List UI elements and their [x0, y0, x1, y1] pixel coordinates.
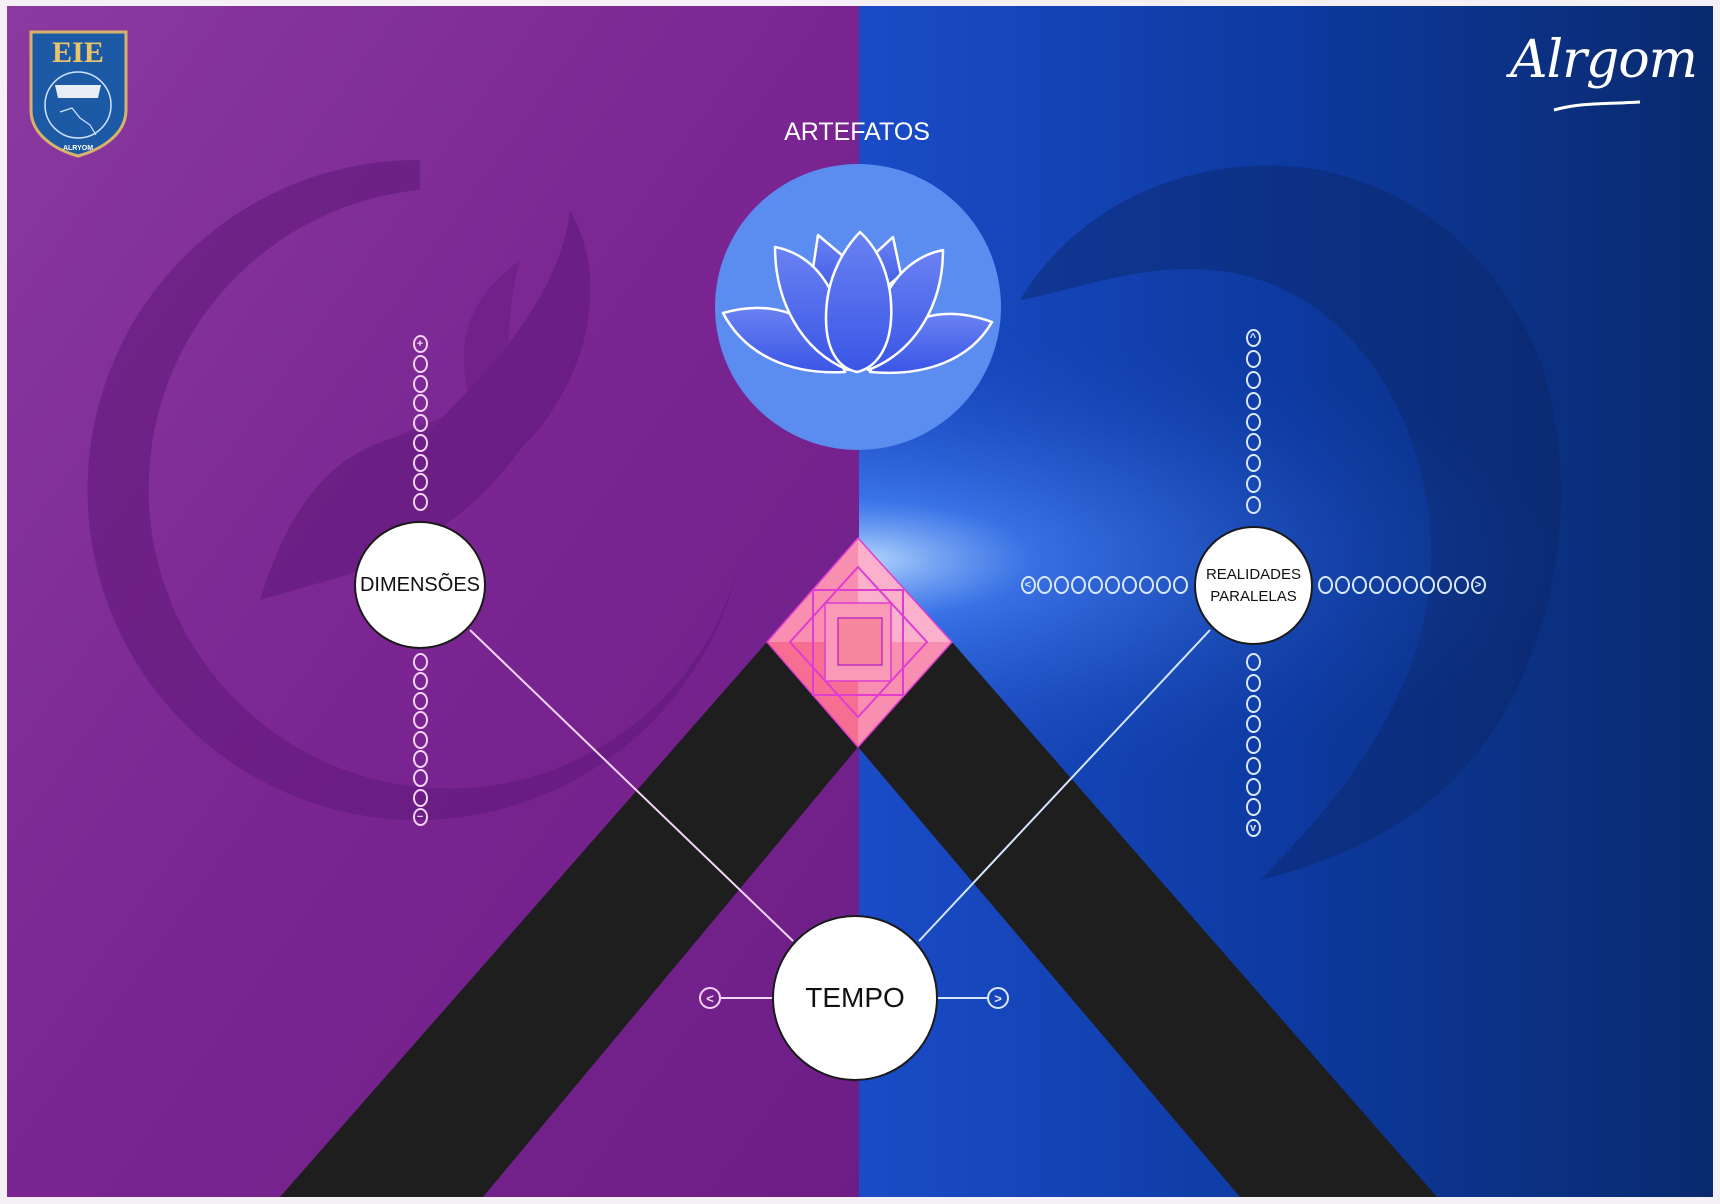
- realidades-right-step[interactable]: [1453, 576, 1469, 594]
- realidades-left-step[interactable]: [1172, 576, 1188, 594]
- realidades-left-step[interactable]: [1037, 576, 1053, 594]
- dimensoes-down-step[interactable]: [412, 730, 428, 749]
- realidades-up-step[interactable]: [1245, 412, 1261, 431]
- right-band: [858, 642, 1437, 1197]
- realidades-left-step[interactable]: [1054, 576, 1070, 594]
- connector-dimensoes-tempo: [469, 629, 794, 942]
- realidades-up-step[interactable]: [1245, 391, 1261, 410]
- dimensoes-down-step[interactable]: [412, 711, 428, 730]
- realidades-right-step[interactable]: [1368, 576, 1384, 594]
- dimensoes-down-step[interactable]: [412, 691, 428, 710]
- realidades-right-step[interactable]: [1317, 576, 1333, 594]
- connector-realidades-tempo: [918, 629, 1211, 942]
- lotus-icon: [721, 230, 994, 375]
- realidades-right-step[interactable]: [1334, 576, 1350, 594]
- realidades-up-step[interactable]: [1245, 433, 1261, 452]
- plus-icon[interactable]: +: [412, 335, 428, 353]
- realidades-up-step[interactable]: [1245, 496, 1261, 514]
- realidades-up-step[interactable]: [1245, 475, 1261, 494]
- realidades-left-step[interactable]: [1155, 576, 1171, 594]
- artefatos-label: ARTEFATOS: [784, 118, 930, 146]
- realidades-right-step[interactable]: [1419, 576, 1435, 594]
- gem-icon: [766, 536, 954, 749]
- realidades-label-line1: REALIDADES: [1205, 565, 1302, 583]
- chevron-down-icon[interactable]: v: [1245, 819, 1261, 837]
- eie-logo: EIE ALRYOM: [29, 30, 128, 158]
- realidades-label-line2: PARALELAS: [1210, 587, 1297, 605]
- realidades-up-step[interactable]: [1245, 349, 1261, 368]
- realidades-right-step[interactable]: [1351, 576, 1367, 594]
- realidades-down-step[interactable]: [1245, 653, 1261, 671]
- realidades-down-step[interactable]: [1245, 694, 1261, 713]
- dimensoes-up-step[interactable]: [412, 354, 428, 373]
- realidades-right-step[interactable]: [1385, 576, 1401, 594]
- dimensoes-up-step[interactable]: [412, 453, 428, 472]
- realidades-up-step[interactable]: [1245, 370, 1261, 389]
- left-band: [280, 642, 858, 1197]
- realidades-left-step[interactable]: [1121, 576, 1137, 594]
- dimensoes-up-step[interactable]: [412, 394, 428, 413]
- dimensoes-up-step[interactable]: [412, 414, 428, 432]
- dimensoes-down-step[interactable]: [412, 769, 428, 788]
- realidades-left-step[interactable]: [1088, 576, 1104, 594]
- dimensoes-up-step[interactable]: [412, 473, 428, 492]
- brand-logo-text: Alrgom: [1510, 30, 1698, 90]
- realidades-down-step[interactable]: [1245, 736, 1261, 754]
- dimensoes-label: DIMENSÕES: [359, 573, 481, 596]
- realidades-left-step[interactable]: [1104, 576, 1120, 594]
- realidades-left-step[interactable]: [1071, 576, 1087, 594]
- svg-text:EIE: EIE: [52, 36, 104, 69]
- dimensoes-up-step[interactable]: [412, 433, 428, 452]
- realidades-left-step[interactable]: [1138, 576, 1154, 594]
- tempo-forward-chevron-right-icon[interactable]: >: [987, 987, 1009, 1009]
- chevron-left-icon[interactable]: <: [1020, 576, 1036, 594]
- dimensoes-down-step[interactable]: [412, 749, 428, 768]
- realidades-down-step[interactable]: [1245, 777, 1261, 796]
- tempo-node[interactable]: TEMPO: [772, 915, 938, 1081]
- realidades-down-step[interactable]: [1245, 798, 1261, 817]
- dimensoes-up-step[interactable]: [412, 493, 428, 511]
- svg-text:ALRYOM: ALRYOM: [63, 145, 93, 152]
- chevron-up-icon[interactable]: ^: [1245, 329, 1261, 347]
- realidades-down-step[interactable]: [1245, 673, 1261, 692]
- dimensoes-down-step[interactable]: [412, 672, 428, 691]
- minus-icon[interactable]: −: [412, 808, 428, 826]
- phoenix-emblem: [87, 159, 740, 820]
- realidades-right-step[interactable]: [1436, 576, 1452, 594]
- tempo-label: TEMPO: [805, 982, 905, 1013]
- realidades-paralelas-node[interactable]: REALIDADES PARALELAS: [1194, 526, 1313, 645]
- dimensoes-node[interactable]: DIMENSÕES: [354, 521, 486, 649]
- realidades-right-step[interactable]: [1402, 576, 1418, 594]
- brand-swash: [1553, 100, 1641, 112]
- dimensoes-down-step[interactable]: [412, 653, 428, 671]
- chevron-right-icon[interactable]: >: [1470, 576, 1486, 594]
- realidades-down-step[interactable]: [1245, 756, 1261, 775]
- dimensoes-down-step[interactable]: [412, 788, 428, 807]
- tempo-back-chevron-left-icon[interactable]: <: [699, 987, 721, 1009]
- realidades-down-step[interactable]: [1245, 715, 1261, 734]
- realidades-up-step[interactable]: [1245, 454, 1261, 473]
- dimensoes-up-step[interactable]: [412, 374, 428, 393]
